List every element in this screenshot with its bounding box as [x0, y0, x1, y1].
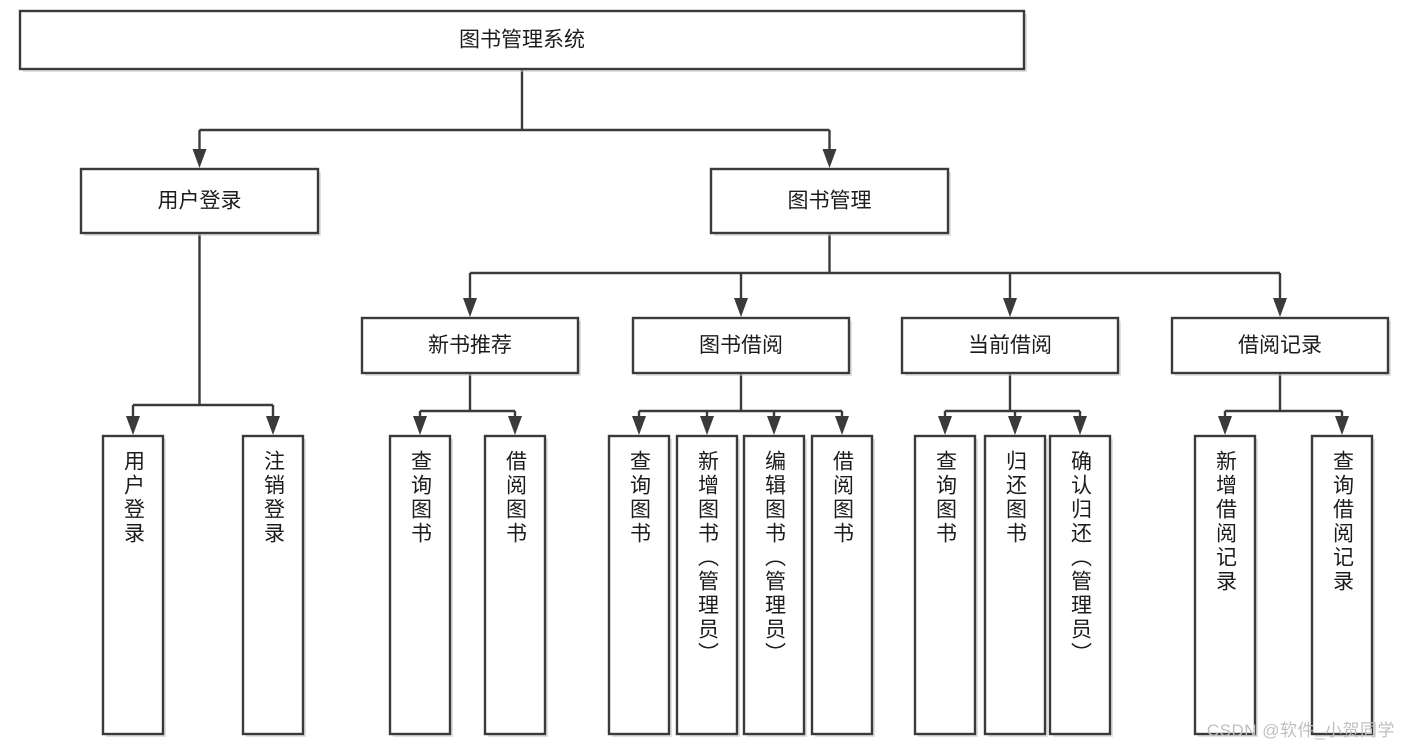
level3-node-label: 图书借阅 — [699, 334, 783, 357]
connector-group-借阅记录 — [1218, 373, 1349, 435]
root-node-box-图书管理系统-0[interactable] — [18, 9, 1026, 71]
leaf-node-box-借阅图书-7[interactable] — [810, 434, 874, 736]
arrow-head-icon — [767, 416, 781, 435]
connector-group-tushuguanli — [463, 233, 1287, 317]
arrow-head-icon — [126, 416, 140, 435]
arrow-head-icon — [822, 149, 837, 168]
level3-node-box-图书借阅-1[interactable] — [631, 316, 851, 375]
arrow-head-icon — [463, 298, 477, 317]
level3-node-box-当前借阅-2[interactable] — [900, 316, 1120, 375]
level3-node-box-新书推荐-0[interactable] — [360, 316, 580, 375]
connector-group-图书借阅 — [632, 373, 849, 435]
root-node-label: 图书管理系统 — [459, 29, 585, 52]
leaf-node-box-用户登录-0[interactable] — [101, 434, 165, 736]
arrow-head-icon — [1335, 416, 1349, 435]
arrow-head-icon — [266, 416, 280, 435]
level2-node-label: 用户登录 — [158, 190, 242, 213]
connector-group-当前借阅 — [938, 373, 1087, 435]
connector-group-新书推荐 — [413, 373, 522, 435]
csdn-watermark: CSDN @软件_小贺同学 — [1206, 721, 1395, 740]
arrow-head-icon — [413, 416, 427, 435]
level2-node-box-用户登录-0[interactable] — [79, 167, 320, 235]
leaf-node-box-归还图书-9[interactable] — [983, 434, 1047, 736]
connector-group-用户登录 — [126, 233, 280, 435]
node-box-layer — [18, 9, 1391, 737]
arrow-head-icon — [1273, 298, 1287, 317]
level3-node-label: 新书推荐 — [428, 334, 512, 357]
level3-node-box-借阅记录-3[interactable] — [1170, 316, 1390, 375]
arrow-head-icon — [938, 416, 952, 435]
connector-layer — [126, 69, 1349, 435]
arrow-head-icon — [1073, 416, 1087, 435]
level3-node-label: 当前借阅 — [968, 334, 1052, 357]
arrow-head-icon — [700, 416, 714, 435]
leaf-node-box-新增借阅记录-11[interactable] — [1193, 434, 1257, 736]
leaf-node-box-查询图书-2[interactable] — [388, 434, 452, 736]
arrow-head-icon — [508, 416, 522, 435]
level3-node-label: 借阅记录 — [1238, 334, 1322, 357]
level2-node-box-图书管理-1[interactable] — [709, 167, 950, 235]
level2-node-label: 图书管理 — [788, 190, 872, 213]
leaf-node-box-新增图书管理员-5[interactable] — [675, 434, 739, 736]
arrow-head-icon — [734, 298, 748, 317]
arrow-head-icon — [1003, 298, 1017, 317]
arrow-head-icon — [192, 149, 207, 168]
leaf-node-box-注销登录-1[interactable] — [241, 434, 305, 736]
connector-group-root — [192, 69, 837, 168]
leaf-node-box-查询图书-8[interactable] — [913, 434, 977, 736]
leaf-node-box-确认归还管理员-10[interactable] — [1048, 434, 1112, 736]
leaf-node-box-借阅图书-3[interactable] — [483, 434, 547, 736]
arrow-head-icon — [1218, 416, 1232, 435]
leaf-node-box-查询借阅记录-12[interactable] — [1310, 434, 1374, 736]
arrow-head-icon — [632, 416, 646, 435]
arrow-head-icon — [835, 416, 849, 435]
leaf-node-box-查询图书-4[interactable] — [607, 434, 671, 736]
arrow-head-icon — [1008, 416, 1022, 435]
leaf-node-box-编辑图书管理员-6[interactable] — [742, 434, 806, 736]
